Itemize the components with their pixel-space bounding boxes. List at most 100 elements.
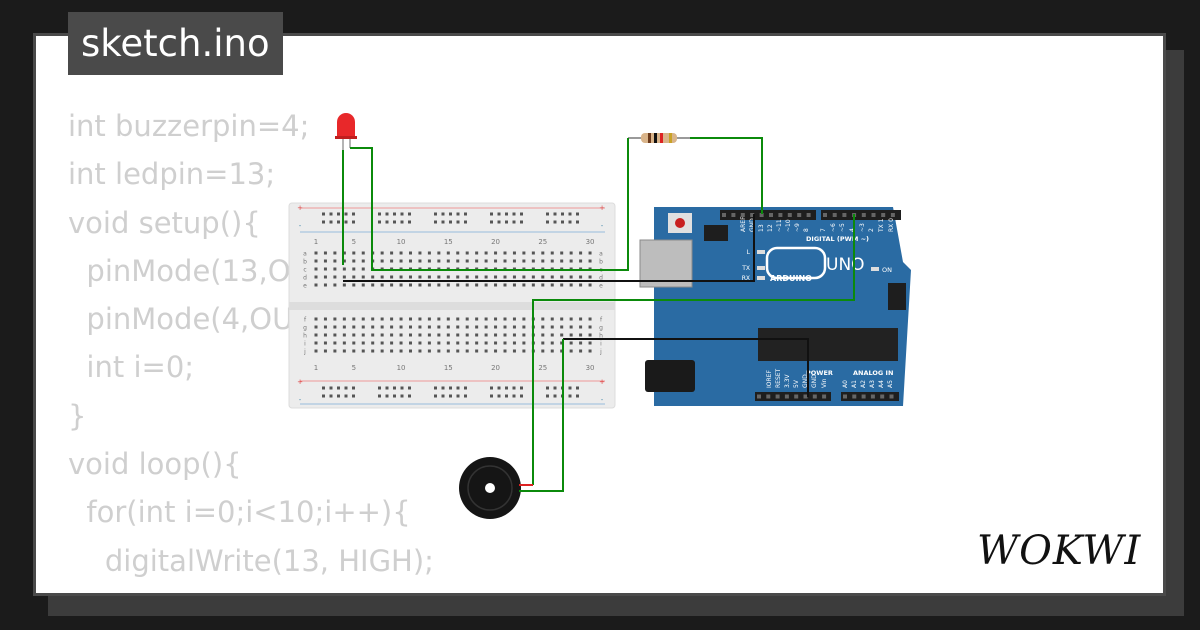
row-label: a bbox=[599, 251, 603, 258]
breadboard-hole bbox=[333, 283, 337, 287]
breadboard-hole bbox=[418, 317, 422, 321]
rail-hole bbox=[546, 386, 549, 390]
rail-hole bbox=[553, 386, 557, 390]
breadboard-hole bbox=[560, 333, 564, 337]
header-pin bbox=[794, 394, 799, 399]
breadboard-hole bbox=[399, 259, 403, 263]
header-pin bbox=[890, 213, 895, 217]
atmega-chip bbox=[758, 328, 898, 361]
breadboard-hole bbox=[541, 325, 545, 329]
breadboard-hole bbox=[437, 275, 441, 279]
rail-hole bbox=[400, 386, 404, 390]
rail-hole bbox=[546, 212, 549, 216]
breadboard-hole bbox=[418, 275, 422, 279]
breadboard-hole bbox=[531, 259, 535, 263]
breadboard-hole bbox=[588, 317, 592, 321]
rail-hole bbox=[408, 394, 411, 398]
breadboard-hole bbox=[333, 317, 337, 321]
row-label: a bbox=[303, 251, 307, 258]
row-label: i bbox=[600, 341, 602, 348]
rail-hole bbox=[505, 212, 508, 216]
breadboard-hole bbox=[352, 333, 356, 337]
breadboard-hole bbox=[437, 317, 441, 321]
rail-hole bbox=[441, 394, 445, 398]
breadboard-hole bbox=[560, 251, 564, 255]
breadboard-hole bbox=[342, 267, 346, 271]
breadboard-hole bbox=[361, 251, 365, 255]
breadboard-hole bbox=[531, 275, 535, 279]
column-label: 20 bbox=[491, 364, 500, 372]
breadboard-hole bbox=[352, 283, 356, 287]
breadboard-hole bbox=[465, 333, 469, 337]
row-label: d bbox=[599, 275, 603, 282]
power-pin-label: IOREF bbox=[766, 370, 773, 388]
breadboard-hole bbox=[399, 251, 403, 255]
breadboard-hole bbox=[323, 341, 327, 345]
rail-hole bbox=[441, 386, 445, 390]
on-label: ON bbox=[882, 266, 892, 274]
rail-hole bbox=[434, 386, 437, 390]
rail-hole bbox=[329, 212, 333, 216]
breadboard-hole bbox=[409, 341, 412, 345]
rail-hole bbox=[337, 212, 340, 216]
breadboard-hole bbox=[484, 341, 488, 345]
breadboard-hole bbox=[522, 251, 526, 255]
breadboard-hole bbox=[314, 251, 318, 255]
digital-pin-label: TX 1 bbox=[878, 218, 885, 233]
digital-pin-label: ~3 bbox=[859, 223, 866, 232]
header-pin bbox=[775, 394, 780, 399]
rail-hole bbox=[449, 212, 452, 216]
breadboard-hole bbox=[390, 341, 394, 345]
rail-mark: + bbox=[297, 204, 303, 212]
breadboard-hole bbox=[314, 341, 318, 345]
breadboard-hole bbox=[475, 283, 479, 287]
breadboard-hole bbox=[550, 325, 554, 329]
rail-hole bbox=[329, 220, 333, 224]
column-label: 10 bbox=[397, 364, 406, 372]
rail-mark: - bbox=[601, 396, 604, 404]
digital-pin-label: AREF bbox=[740, 216, 747, 232]
breadboard-hole bbox=[484, 283, 488, 287]
breadboard-hole bbox=[352, 251, 356, 255]
breadboard-hole bbox=[560, 259, 564, 263]
breadboard-hole bbox=[446, 325, 450, 329]
rail-hole bbox=[400, 212, 404, 216]
row-label: e bbox=[303, 283, 307, 290]
rail-hole bbox=[344, 220, 348, 224]
breadboard-hole bbox=[550, 341, 554, 345]
power-pin-label: GND bbox=[811, 374, 818, 388]
usb-port bbox=[639, 239, 693, 288]
rail-hole bbox=[497, 394, 501, 398]
breadboard-hole bbox=[427, 333, 431, 337]
power-pin-label: GND bbox=[802, 374, 809, 388]
row-label: e bbox=[599, 283, 603, 290]
breadboard-hole bbox=[569, 349, 573, 353]
rail-hole bbox=[441, 220, 445, 224]
breadboard-hole bbox=[456, 275, 460, 279]
breadboard-hole bbox=[446, 251, 450, 255]
breadboard-hole bbox=[446, 333, 450, 337]
breadboard-hole bbox=[550, 251, 554, 255]
rail-hole bbox=[378, 212, 381, 216]
breadboard-hole bbox=[569, 341, 573, 345]
row-label: h bbox=[303, 333, 307, 340]
breadboard-hole bbox=[541, 317, 545, 321]
breadboard-hole bbox=[437, 325, 441, 329]
row-label: h bbox=[599, 333, 603, 340]
breadboard-hole bbox=[342, 259, 346, 263]
breadboard-hole bbox=[399, 349, 403, 353]
rail-mark: - bbox=[601, 222, 604, 230]
rail-hole bbox=[378, 220, 381, 224]
rail-hole bbox=[337, 386, 340, 390]
breadboard-hole bbox=[361, 341, 365, 345]
breadboard-hole bbox=[409, 283, 412, 287]
power-jack bbox=[645, 360, 695, 392]
breadboard-hole bbox=[323, 317, 327, 321]
arduino-infinity-logo bbox=[765, 246, 827, 280]
breadboard-hole bbox=[588, 333, 592, 337]
rail-hole bbox=[352, 386, 355, 390]
power-header bbox=[755, 392, 831, 401]
rail-hole bbox=[322, 386, 325, 390]
breadboard-hole bbox=[399, 333, 403, 337]
digital-pin-label: 8 bbox=[803, 228, 810, 232]
